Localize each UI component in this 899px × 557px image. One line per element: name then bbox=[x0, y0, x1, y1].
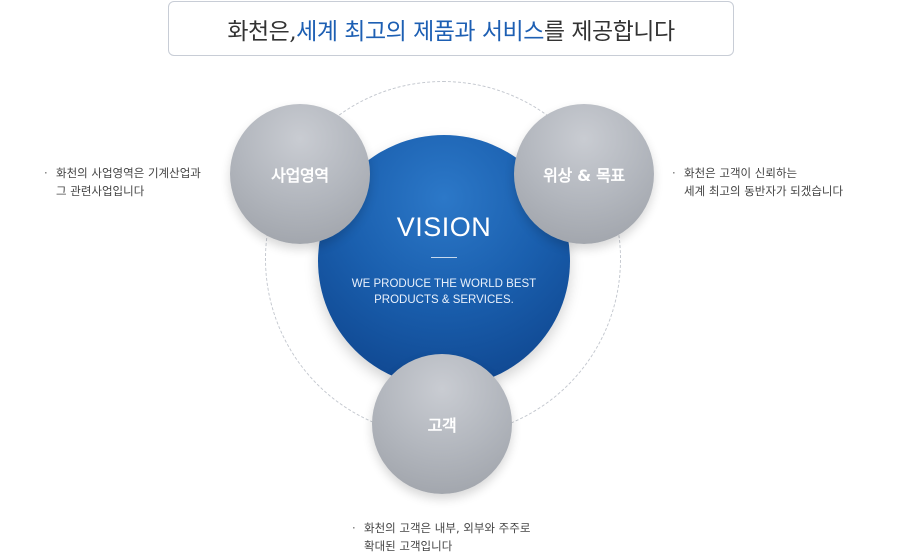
headline-prefix: 화천은, bbox=[227, 18, 297, 45]
business-desc-line1: 화천의 사업영역은 기계산업과 bbox=[56, 166, 201, 180]
business-desc-line2: 그 관련사업입니다 bbox=[56, 184, 145, 198]
headline-suffix: 를 제공합니다 bbox=[543, 18, 675, 45]
bullet-icon: · bbox=[672, 166, 676, 180]
bullet-icon: · bbox=[352, 521, 356, 535]
business-area-description: · 화천의 사업영역은 기계산업과 그 관련사업입니다 bbox=[44, 164, 201, 200]
status-desc-line2: 세계 최고의 동반자가 되겠습니다 bbox=[684, 184, 844, 198]
headline-banner: 화천은, 세계 최고의 제품과 서비스 를 제공합니다 bbox=[168, 1, 734, 56]
status-goal-circle: 위상 & 목표 bbox=[514, 104, 654, 244]
vision-title: VISION bbox=[396, 212, 492, 242]
customer-label: 고객 bbox=[427, 416, 457, 435]
customer-circle: 고객 bbox=[372, 354, 512, 494]
customer-description: · 화천의 고객은 내부, 외부와 주주로 확대된 고객입니다 bbox=[352, 519, 530, 555]
vision-statement: WE PRODUCE THE WORLD BEST PRODUCTS & SER… bbox=[351, 278, 537, 306]
customer-desc-line1: 화천의 고객은 내부, 외부와 주주로 bbox=[364, 521, 531, 535]
status-goal-description: · 화천은 고객이 신뢰하는 세계 최고의 동반자가 되겠습니다 bbox=[672, 164, 843, 200]
status-goal-label: 위상 & 목표 bbox=[543, 166, 625, 185]
business-area-label: 사업영역 bbox=[271, 166, 329, 185]
vision-divider bbox=[431, 257, 457, 258]
business-area-circle: 사업영역 bbox=[230, 104, 370, 244]
status-desc-line1: 화천은 고객이 신뢰하는 bbox=[684, 166, 798, 180]
bullet-icon: · bbox=[44, 166, 48, 180]
headline-accent: 세계 최고의 제품과 서비스 bbox=[296, 18, 544, 45]
customer-desc-line2: 확대된 고객입니다 bbox=[364, 539, 453, 553]
